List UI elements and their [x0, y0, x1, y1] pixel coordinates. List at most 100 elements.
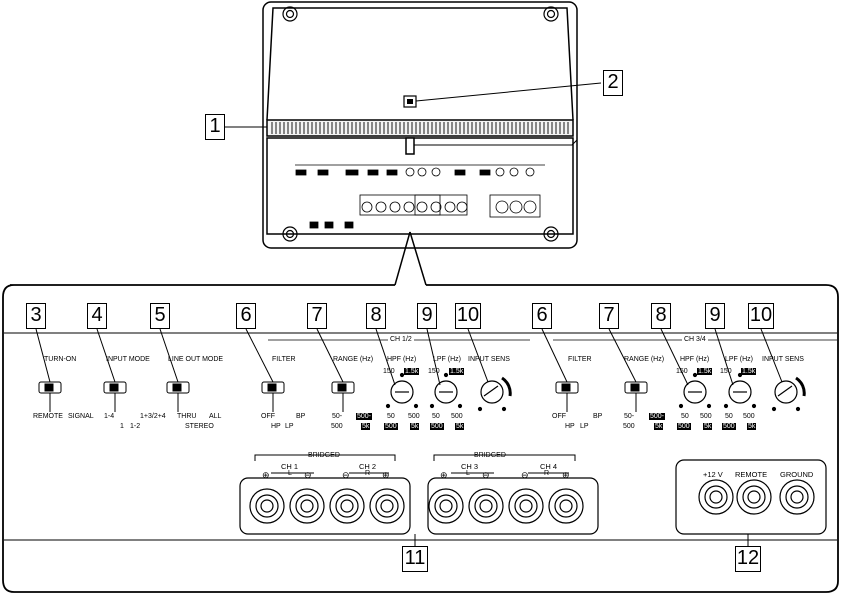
ch34-hpf-500b: 500	[677, 423, 691, 430]
ch34-range-50: 50-	[624, 413, 635, 420]
ch34-lpf-1-5k: 1.5k	[741, 368, 757, 375]
ch12-lpf-500b: 500	[430, 423, 444, 430]
turn-on-signal: SIGNAL	[68, 413, 94, 420]
spk-b-bridged: BRIDGED	[474, 452, 506, 459]
line-out-title: LINE OUT MODE	[168, 356, 224, 363]
ch34-hpf-500: 500	[700, 413, 712, 420]
ch34-filter-hp: HP	[565, 423, 575, 430]
ch34-lpf-50: 50	[725, 413, 733, 420]
ch34-hpf-1-5k: 1.5k	[697, 368, 713, 375]
ch12-filter-hp: HP	[271, 423, 281, 430]
ch12-range-50: 50-	[332, 413, 343, 420]
input-sens-knob-1	[480, 380, 504, 404]
ch12-lpf-500: 500	[451, 413, 463, 420]
speaker-terminal-blocks	[239, 459, 827, 535]
line-out-stereo: STEREO	[185, 423, 214, 430]
callout-7b: 7	[599, 303, 619, 329]
heatsink-fins	[271, 122, 569, 134]
spk-a-minus1: ⊖	[304, 470, 312, 480]
spk-a-l: L	[288, 470, 292, 477]
ch12-filter-off: OFF	[261, 413, 275, 420]
ch12-hpf-5k: 5k	[410, 423, 420, 430]
input-mode-1: 1	[120, 423, 124, 430]
input-sens-knob-2	[774, 380, 798, 404]
ch12-range-5k: 5k	[361, 423, 371, 430]
corner-screws	[282, 6, 559, 242]
ch12-lpf-150: 150	[428, 368, 440, 375]
turn-on-remote: REMOTE	[33, 413, 63, 420]
ch34-hpf-5k: 5k	[703, 423, 713, 430]
spk-b-plus2: ⊕	[562, 470, 570, 480]
ch34-lpf-500: 500	[743, 413, 755, 420]
ch12-hpf-500b: 500	[384, 423, 398, 430]
callout-6a: 6	[236, 303, 256, 329]
ch12-filter-lp: LP	[285, 423, 294, 430]
spk-b-plus1: ⊕	[440, 470, 448, 480]
ch12-hpf-150: 150	[383, 368, 395, 375]
spk-a-plus2: ⊕	[382, 470, 390, 480]
ch12-lpf-5k: 5k	[455, 423, 465, 430]
ch12-lpf-1-5k: 1.5k	[449, 368, 465, 375]
spk-b-ch3: CH 3	[461, 462, 479, 471]
callout-2: 2	[603, 70, 623, 96]
power-12v: +12 V	[703, 470, 723, 479]
ch12-lpf-50: 50	[432, 413, 440, 420]
ch12-filter-bp: BP	[296, 413, 306, 420]
turn-on-title: TURN-ON	[44, 356, 77, 363]
spk-b-minus1: ⊖	[482, 470, 490, 480]
callout-12: 12	[735, 546, 761, 572]
callout-1: 1	[205, 114, 225, 140]
speaker-block-ch12	[239, 477, 411, 535]
ch34-lpf-500b: 500	[722, 423, 736, 430]
input-mode-title: INPUT MODE	[106, 356, 150, 363]
spk-a-r: R	[365, 470, 371, 477]
ch12-filter-title: FILTER	[272, 356, 296, 363]
mini-control-panel	[295, 164, 545, 229]
input-mode-1-2: 1-2	[130, 423, 141, 430]
ch34-filter-off: OFF	[552, 413, 566, 420]
ch34-header: CH 3/4	[682, 336, 708, 343]
callout-10b: 10	[748, 303, 774, 329]
ch34-range-500: 500	[623, 423, 635, 430]
ch34-lpf-title: LPF (Hz)	[725, 356, 753, 363]
spk-a-ch2: CH 2	[359, 462, 377, 471]
ch12-hpf-title: HPF (Hz)	[387, 356, 417, 363]
power-indicator	[405, 137, 415, 155]
callout-11: 11	[402, 546, 428, 572]
callout-8a: 8	[366, 303, 386, 329]
ch34-hpf-150: 150	[676, 368, 688, 375]
spk-a-minus2: ⊖	[342, 470, 350, 480]
line-out-thru: THRU	[177, 413, 197, 420]
callout-3: 3	[26, 303, 46, 329]
input-mode-1-3-2-4: 1+3/2+4	[140, 413, 166, 420]
ch34-hpf-title: HPF (Hz)	[680, 356, 710, 363]
ch12-range-500-: 500-	[356, 413, 373, 420]
callout-10a: 10	[455, 303, 481, 329]
ch34-range-title: RANGE (Hz)	[624, 356, 665, 363]
spk-a-plus1: ⊕	[262, 470, 270, 480]
callout-8b: 8	[651, 303, 671, 329]
ch34-range-5k: 5k	[654, 423, 664, 430]
ch34-filter-bp: BP	[593, 413, 603, 420]
callout-4: 4	[87, 303, 107, 329]
spk-a-ch1: CH 1	[281, 462, 299, 471]
ch34-lpf-5k: 5k	[747, 423, 757, 430]
ch12-header: CH 1/2	[388, 336, 414, 343]
rotary-knobs	[385, 372, 806, 412]
ch34-filter-title: FILTER	[568, 356, 592, 363]
ch12-hpf-50: 50	[387, 413, 395, 420]
ch12-range-title: RANGE (Hz)	[333, 356, 374, 363]
callout-6b: 6	[532, 303, 552, 329]
ch12-range-500: 500	[331, 423, 343, 430]
ch34-lpf-150: 150	[720, 368, 732, 375]
callout-7a: 7	[307, 303, 327, 329]
callout-5: 5	[150, 303, 170, 329]
input-mode-1-4: 1-4	[104, 413, 115, 420]
callout-9b: 9	[705, 303, 725, 329]
power-ground: GROUND	[780, 470, 814, 479]
detail-panel-outline	[2, 284, 839, 593]
spk-b-minus2: ⊖	[521, 470, 529, 480]
spk-b-ch4: CH 4	[540, 462, 558, 471]
